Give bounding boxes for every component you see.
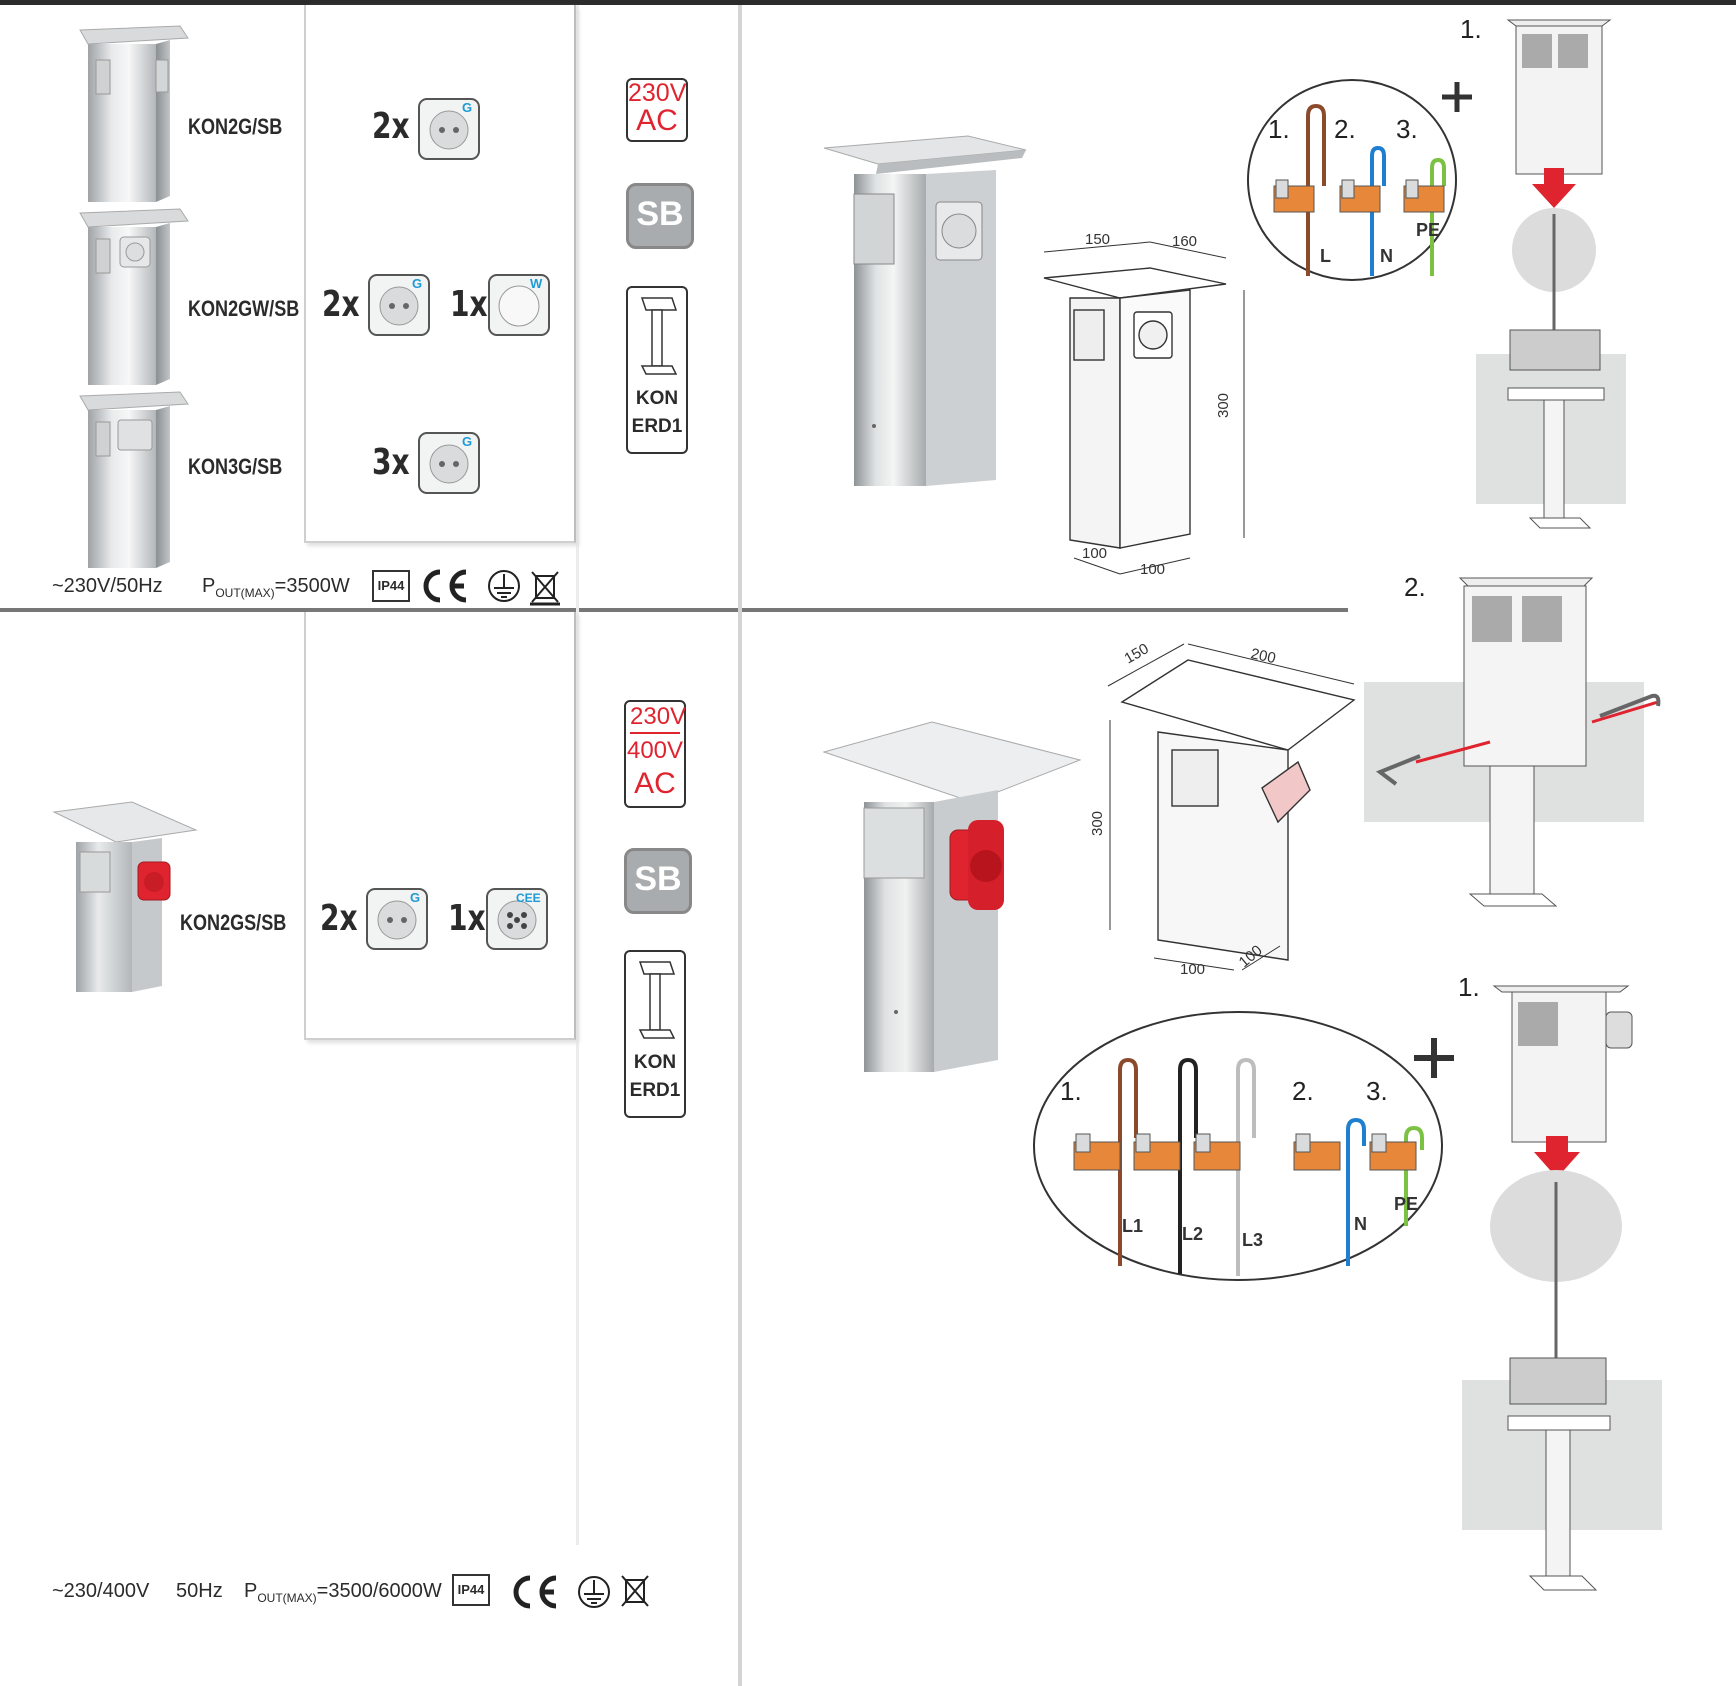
- model-label-kon2g: KON2G/SB: [188, 114, 283, 139]
- schuko-socket-icon: G: [418, 432, 480, 494]
- dim-top-width: 150: [1122, 640, 1152, 667]
- svg-text:1.: 1.: [1460, 14, 1482, 44]
- voltage-badge-230v-ac: 230V AC: [626, 78, 688, 142]
- section1-dimension-drawing: 150 160 300 100 100: [1043, 231, 1245, 578]
- section2-large-pillar: [822, 721, 1082, 1072]
- svg-text:PE: PE: [1394, 1194, 1418, 1214]
- ip44-badge: IP44: [372, 570, 410, 602]
- svg-text:CEE: CEE: [516, 891, 541, 905]
- dim-base-depth: 100: [1140, 561, 1165, 578]
- pillar-thumbnail-kon3g: [79, 391, 189, 568]
- ce-mark-icon: [513, 1575, 557, 1609]
- svg-text:L: L: [1320, 246, 1331, 266]
- dim-top-depth: 160: [1172, 233, 1197, 250]
- sb-badge: SB: [626, 183, 694, 249]
- svg-text:L2: L2: [1182, 1224, 1203, 1244]
- svg-text:G: G: [462, 100, 472, 115]
- column-divider: [738, 5, 742, 1686]
- weee-bin-icon: [621, 1575, 649, 1607]
- weee-bin-icon: [530, 571, 560, 606]
- round-socket-w-icon: W: [488, 274, 550, 336]
- svg-text:PE: PE: [1416, 220, 1440, 240]
- socket-qty-s2b: 1x: [448, 898, 486, 939]
- svg-text:G: G: [410, 890, 420, 905]
- ground-spike-icon: [640, 297, 678, 375]
- socket-qty-row2b: 1x: [450, 284, 488, 325]
- certification-icons: [513, 1575, 649, 1609]
- svg-text:3.: 3.: [1396, 114, 1418, 144]
- schuko-socket-icon: G: [366, 888, 428, 950]
- plus-icon: [1442, 82, 1472, 112]
- socket-qty-row1: 2x: [372, 106, 410, 147]
- svg-text:W: W: [530, 276, 543, 291]
- spec-power: POUT(MAX)=3500W: [202, 575, 350, 600]
- ip44-badge: IP44: [452, 1574, 490, 1606]
- spec-voltage: ~230V/50Hz: [52, 575, 163, 597]
- top-border: [0, 0, 1736, 5]
- svg-text:L3: L3: [1242, 1230, 1263, 1250]
- section2-dimension-drawing: 150 200 300 100 100: [1089, 640, 1356, 978]
- svg-text:1.: 1.: [1268, 114, 1290, 144]
- section1-step2-fixing: 2.: [1364, 572, 1661, 907]
- section1-step1-install: 1.: [1460, 14, 1626, 529]
- socket-qty-row3: 3x: [372, 442, 410, 483]
- model-label-kon2gs: KON2GS/SB: [180, 910, 287, 935]
- svg-text:2.: 2.: [1334, 114, 1356, 144]
- socket-qty-row2a: 2x: [322, 284, 360, 325]
- schuko-socket-icon: G: [368, 274, 430, 336]
- column-divider-light: [576, 5, 579, 1545]
- dim-top-width: 150: [1085, 231, 1110, 248]
- socket-config-panel-2: [304, 612, 576, 1040]
- erd-ground-spike-badge: KON ERD1: [624, 950, 686, 1118]
- section1-large-pillar: [823, 135, 1027, 486]
- dim-base-width: 100: [1082, 545, 1107, 562]
- section2-product-thumbnail: [52, 801, 198, 992]
- spec-frequency: 50Hz: [176, 1580, 223, 1602]
- spec-power: POUT(MAX)=3500/6000W: [244, 1580, 442, 1605]
- svg-text:N: N: [1354, 1214, 1367, 1234]
- pillar-thumbnail-kon2gw: [79, 208, 189, 385]
- ground-spike-icon: [638, 961, 676, 1039]
- svg-text:1.: 1.: [1458, 972, 1480, 1002]
- sb-badge: SB: [624, 848, 692, 914]
- dim-base-width: 100: [1180, 961, 1205, 978]
- section2-step1-install: 1.: [1458, 972, 1662, 1591]
- svg-text:2.: 2.: [1292, 1076, 1314, 1106]
- cee-socket-icon: CEE: [486, 888, 548, 950]
- svg-text:3.: 3.: [1366, 1076, 1388, 1106]
- ground-symbol-icon: [488, 570, 520, 602]
- pillar-thumbnail-kon2g: [79, 25, 189, 202]
- dim-height: 300: [1089, 811, 1106, 836]
- section2-wiring-detail: 1. 2. 3. L1 L2 L3 N PE: [1033, 1011, 1443, 1281]
- svg-text:L1: L1: [1122, 1216, 1143, 1236]
- section-divider: [0, 608, 1348, 612]
- socket-qty-s2a: 2x: [320, 898, 358, 939]
- dim-height: 300: [1215, 393, 1232, 418]
- ce-mark-icon: [423, 569, 467, 603]
- plus-icon: [1414, 1038, 1454, 1078]
- spec-voltage: ~230/400V: [52, 1580, 150, 1602]
- erd-ground-spike-badge: KON ERD1: [626, 286, 688, 454]
- ground-symbol-icon: [578, 1576, 610, 1608]
- section1-wiring-detail: 1. 2. 3. L N PE: [1247, 79, 1457, 281]
- voltage-badge-230-400v-ac: 230V 400V AC: [624, 700, 686, 808]
- schuko-socket-icon: G: [418, 98, 480, 160]
- section1-product-thumbnails: [79, 25, 189, 568]
- svg-text:2.: 2.: [1404, 572, 1426, 602]
- socket-config-panel-1: [304, 5, 576, 543]
- svg-text:1.: 1.: [1060, 1076, 1082, 1106]
- dim-top-depth: 200: [1249, 645, 1277, 667]
- model-label-kon2gw: KON2GW/SB: [188, 296, 300, 321]
- certification-icons: [423, 569, 560, 606]
- svg-text:G: G: [462, 434, 472, 449]
- svg-text:G: G: [412, 276, 422, 291]
- model-label-kon3g: KON3G/SB: [188, 454, 283, 479]
- svg-text:N: N: [1380, 246, 1393, 266]
